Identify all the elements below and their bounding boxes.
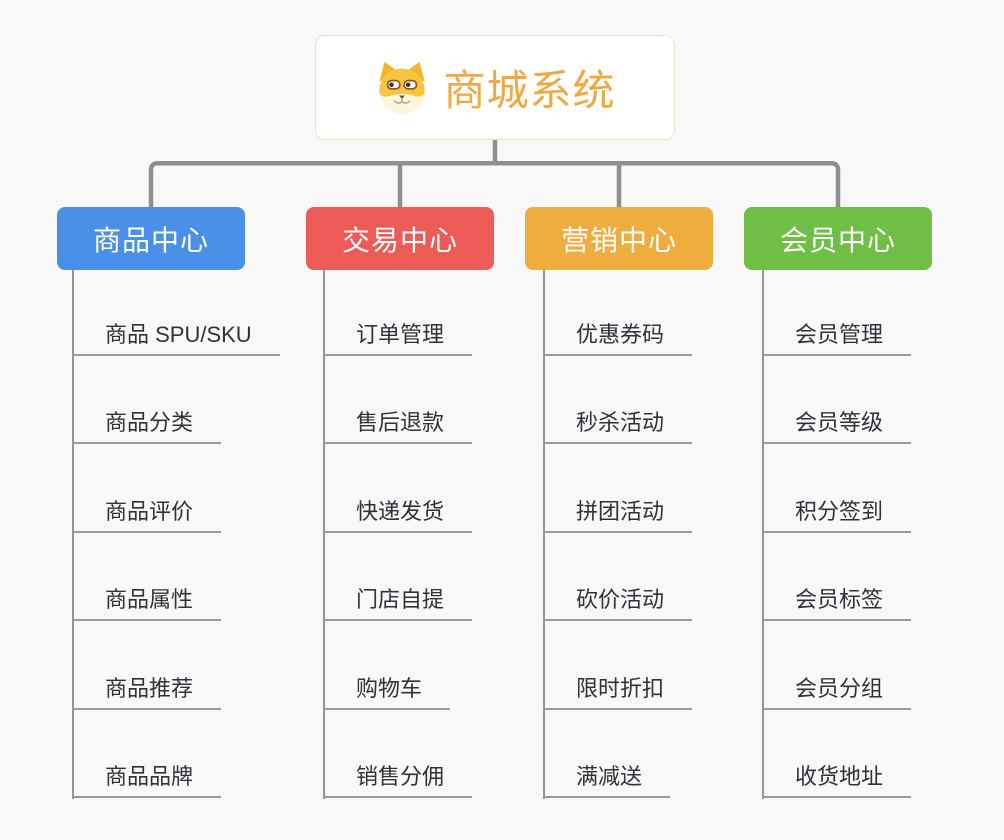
leaf-node[interactable]: 会员分组 <box>762 670 912 710</box>
leaf-node[interactable]: 砍价活动 <box>543 581 693 621</box>
branch-marketing-center[interactable]: 营销中心 <box>525 207 713 270</box>
root-title: 商城系统 <box>443 67 616 114</box>
leaf-node[interactable]: 门店自提 <box>323 581 473 621</box>
branch-trade-center[interactable]: 交易中心 <box>306 207 494 270</box>
branch-label: 交易中心 <box>341 224 458 256</box>
leaf-node[interactable]: 购物车 <box>323 670 451 710</box>
leaf-node[interactable]: 销售分佣 <box>323 758 473 798</box>
leaf-node[interactable]: 满减送 <box>543 758 671 798</box>
leaf-node[interactable]: 会员管理 <box>762 316 912 356</box>
leaf-node[interactable]: 收货地址 <box>762 758 912 798</box>
leaf-node[interactable]: 拼团活动 <box>543 493 693 533</box>
branch-label: 营销中心 <box>560 224 677 256</box>
branch-member-center[interactable]: 会员中心 <box>744 207 932 270</box>
dog-icon <box>379 61 426 114</box>
branch-vertical-line <box>323 270 325 799</box>
leaf-node[interactable]: 商品评价 <box>72 493 222 533</box>
root-node[interactable]: 商城系统 <box>315 35 675 140</box>
leaf-node[interactable]: 订单管理 <box>323 316 473 356</box>
leaf-node[interactable]: 会员标签 <box>762 581 912 621</box>
column-member: 会员管理 会员等级 积分签到 会员标签 会员分组 收货地址 <box>762 270 1002 804</box>
branch-label: 商品中心 <box>92 224 209 256</box>
branch-label: 会员中心 <box>779 224 896 256</box>
leaf-node[interactable]: 商品推荐 <box>72 670 222 710</box>
branch-vertical-line <box>762 270 764 799</box>
leaf-node[interactable]: 快递发货 <box>323 493 473 533</box>
column-trade: 订单管理 售后退款 快递发货 门店自提 购物车 销售分佣 <box>323 270 563 804</box>
branch-vertical-line <box>543 270 545 799</box>
leaf-node[interactable]: 积分签到 <box>762 493 912 533</box>
leaf-node[interactable]: 售后退款 <box>323 404 473 444</box>
leaf-node[interactable]: 会员等级 <box>762 404 912 444</box>
column-marketing: 优惠券码 秒杀活动 拼团活动 砍价活动 限时折扣 满减送 <box>543 270 783 804</box>
leaf-node[interactable]: 商品品牌 <box>72 758 222 798</box>
leaf-node[interactable]: 秒杀活动 <box>543 404 693 444</box>
leaf-node[interactable]: 商品属性 <box>72 581 222 621</box>
leaf-node[interactable]: 商品 SPU/SKU <box>72 316 280 356</box>
column-product: 商品 SPU/SKU 商品分类 商品评价 商品属性 商品推荐 商品品牌 <box>72 270 312 804</box>
branch-vertical-line <box>72 270 74 799</box>
branch-product-center[interactable]: 商品中心 <box>57 207 245 270</box>
leaf-node[interactable]: 商品分类 <box>72 404 222 444</box>
leaf-node[interactable]: 优惠券码 <box>543 316 693 356</box>
leaf-node[interactable]: 限时折扣 <box>543 670 693 710</box>
